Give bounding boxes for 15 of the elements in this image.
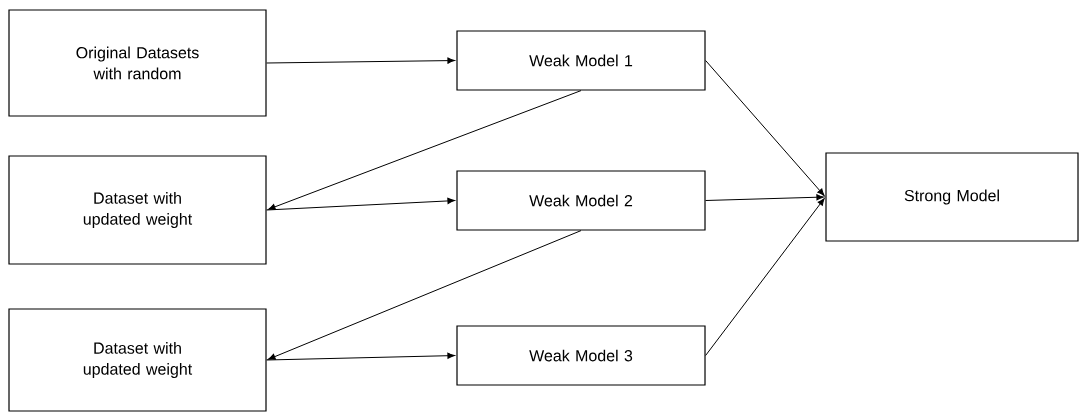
arrow [266, 57, 455, 64]
dataset-box: Dataset with updated weight [8, 308, 267, 412]
arrow [266, 352, 455, 361]
arrow [267, 90, 582, 210]
arrow [705, 60, 825, 196]
model-box: Weak Model 1 [456, 30, 706, 91]
arrow [267, 230, 582, 360]
arrow [705, 198, 825, 356]
dataset-box: Original Datasets with random [8, 9, 267, 117]
model-box: Weak Model 2 [456, 170, 706, 231]
model-box: Strong Model [825, 152, 1079, 242]
model-box: Weak Model 3 [456, 325, 706, 386]
arrow [705, 194, 824, 201]
arrow [266, 197, 455, 211]
dataset-box: Dataset with updated weight [8, 155, 267, 265]
